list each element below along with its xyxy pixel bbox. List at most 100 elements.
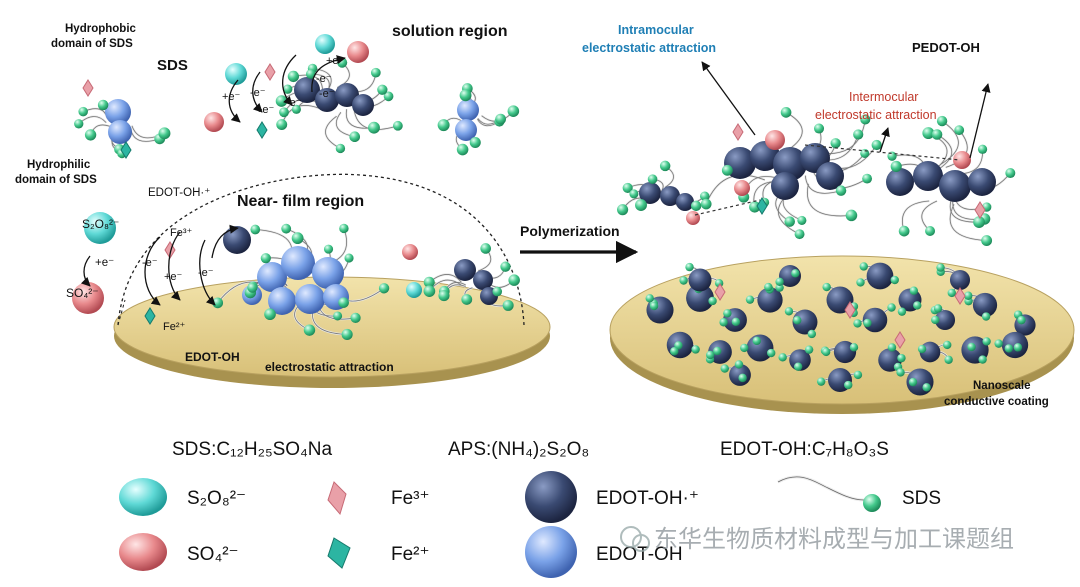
sds-head xyxy=(383,91,394,102)
sds-head xyxy=(859,262,868,271)
sds-head xyxy=(1005,168,1016,179)
sds-head xyxy=(944,355,953,364)
e-minus-top-3: -e⁻ xyxy=(316,73,332,85)
fe3-marker xyxy=(82,79,94,97)
sds-head xyxy=(922,383,931,392)
intermolecular-label-1: Intermocular xyxy=(849,90,918,104)
sds-head xyxy=(670,347,679,356)
sds-head xyxy=(721,164,733,176)
sds-head xyxy=(338,297,349,308)
molecule-spheres xyxy=(72,34,1036,396)
sds-head xyxy=(964,291,973,300)
legend-edot-oh-label: EDOT-OH xyxy=(596,544,683,565)
sds-head xyxy=(500,261,511,272)
sds-head xyxy=(635,199,647,212)
sds-head xyxy=(323,244,334,254)
sds-head xyxy=(459,89,472,102)
legend-sds-head xyxy=(863,494,881,512)
fe3-marker xyxy=(264,63,276,81)
coating-edot xyxy=(866,262,894,290)
fe3-marker xyxy=(732,123,744,141)
sds-tail xyxy=(705,174,766,205)
edot-oh-label: EDOT-OH xyxy=(185,350,240,364)
sds-top-label: SDS xyxy=(157,57,188,74)
e-plus-s2o8: +e⁻ xyxy=(95,257,114,269)
sds-head xyxy=(775,283,784,292)
sds-head xyxy=(393,120,403,131)
sds-head xyxy=(871,139,882,151)
edot-sphere xyxy=(454,259,476,281)
edot-sphere xyxy=(455,119,477,141)
edot-formula: EDOT-OH:C₇H₈O₃S xyxy=(720,439,889,460)
sds-head xyxy=(723,309,732,318)
sds-head xyxy=(339,223,349,234)
sds-head xyxy=(794,229,805,240)
near-film-dome xyxy=(117,173,525,326)
sds-head xyxy=(936,115,948,127)
coating-edot xyxy=(688,268,712,292)
sds-head xyxy=(814,123,825,134)
sds-head xyxy=(896,368,905,377)
sds-head xyxy=(887,151,897,161)
sds-head xyxy=(368,121,380,134)
e-plus-top-3: +e⁻ xyxy=(326,55,345,67)
so4-sphere xyxy=(686,211,700,225)
fe3-label: Fe³⁺ xyxy=(170,227,193,239)
sds-head xyxy=(507,105,520,117)
near-film-region-label: Near- film region xyxy=(237,193,364,210)
edot-sphere xyxy=(639,182,661,204)
sds-head xyxy=(719,318,728,327)
sds-head xyxy=(690,200,702,212)
sds-head xyxy=(853,319,862,328)
nanoscale-label-2: conductive coating xyxy=(944,396,1049,408)
sds-head xyxy=(784,307,794,316)
sds-head xyxy=(898,225,910,237)
so4-sphere xyxy=(953,151,971,169)
sds-head xyxy=(922,127,935,140)
sds-head xyxy=(305,69,316,79)
fe2-marker xyxy=(144,307,156,325)
sds-head xyxy=(830,138,841,149)
sds-head xyxy=(333,311,343,321)
sds-head xyxy=(908,377,918,387)
sds-head xyxy=(492,286,503,297)
sds-head xyxy=(685,262,694,272)
fe3-marker xyxy=(894,331,906,349)
left-film xyxy=(113,276,551,388)
redox-arrows xyxy=(80,54,346,306)
electrostatic-label: electrostatic attraction xyxy=(265,360,394,374)
sds-head xyxy=(645,294,654,303)
legend-s2o8-label: S₂O₈²⁻ xyxy=(187,488,246,509)
polymerization-label: Polymerization xyxy=(520,223,620,239)
sds-head xyxy=(936,263,945,272)
e-minus-top-1: -e⁻ xyxy=(250,87,266,99)
fe3-marker xyxy=(714,283,726,301)
intramolecular-label-1: Intramocular xyxy=(618,23,694,37)
pointer-arrows xyxy=(701,61,991,159)
e-plus-top-2: +e⁻ xyxy=(256,104,275,116)
edot-radical-sphere xyxy=(223,226,251,254)
sds-head xyxy=(791,269,800,278)
watermark: 东华生物质材料成型与加工课题组 xyxy=(620,525,1014,553)
sds-head xyxy=(780,107,792,118)
sds-head xyxy=(797,215,807,225)
so4-sphere xyxy=(402,244,418,260)
sds-head xyxy=(281,223,292,234)
sds-head xyxy=(863,318,872,328)
sds-head xyxy=(738,373,747,383)
sds-head xyxy=(731,317,741,327)
fe3-marker xyxy=(974,201,986,219)
sds-head xyxy=(279,107,289,118)
solution-region-label: solution region xyxy=(392,23,508,40)
legend-sds-label: SDS xyxy=(902,488,941,509)
legend-fe2-diamond xyxy=(327,537,351,569)
sds-head xyxy=(981,312,991,321)
sds-head xyxy=(282,84,293,94)
sds-head xyxy=(250,224,261,235)
sds-head xyxy=(917,344,927,354)
sds-head xyxy=(423,285,436,297)
sds-head xyxy=(1004,344,1014,353)
sds-head xyxy=(706,350,715,360)
sds-head xyxy=(679,276,688,285)
sds-head xyxy=(461,294,473,305)
